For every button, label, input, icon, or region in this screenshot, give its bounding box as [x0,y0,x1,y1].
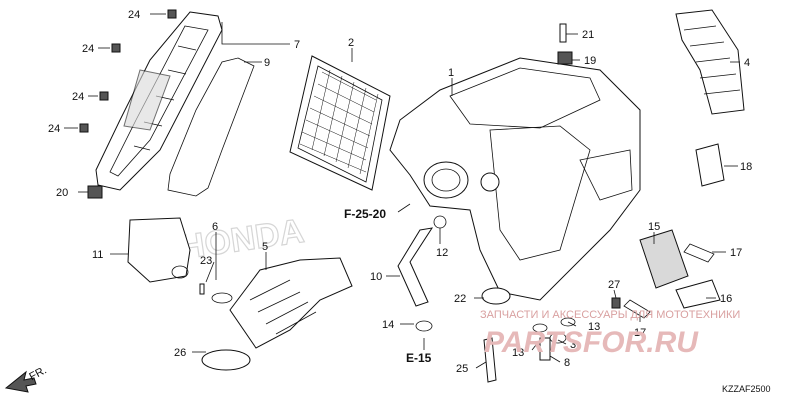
callout-3: 3 [570,339,576,351]
seal-17a [683,243,715,263]
callout-11: 11 [92,249,103,261]
seal-17b [623,299,651,319]
bolt-21 [559,23,567,43]
clip-20 [87,185,103,199]
callout-26: 26 [174,347,186,359]
callout-12: 12 [436,247,448,259]
diagram-code: KZZAF2500 [722,384,771,394]
clip-14 [415,320,433,332]
connecting-tube [229,257,353,349]
cap-22 [481,287,511,305]
clamp-6 [211,292,233,304]
callout-6: 6 [212,221,218,233]
callout-24: 24 [128,9,140,21]
pad-16 [675,279,721,309]
callout-17: 17 [634,327,646,339]
callout-14: 14 [382,319,394,331]
callout-22: 22 [454,293,466,305]
callout-17: 17 [730,247,742,259]
callout-19: 19 [584,55,596,67]
callout-7: 7 [294,39,300,51]
callout-2: 2 [348,37,354,49]
bracket-18 [695,143,725,187]
callout-20: 20 [56,187,68,199]
bolt-27 [611,297,621,309]
callout-9: 9 [264,57,270,69]
screw-23 [199,283,205,295]
callout-23: 23 [200,255,212,267]
watermark-site: PARTSFOR.RU [484,326,699,359]
clip-12 [433,215,447,229]
callout-27: 27 [608,279,620,291]
callout-13: 13 [588,321,600,333]
callout-25: 25 [456,363,468,375]
callout-8: 8 [564,357,570,369]
callout-10: 10 [370,271,382,283]
callout-24: 24 [72,91,84,103]
callout-24: 24 [82,43,94,55]
pad-15 [639,229,689,289]
tube-25 [483,337,497,383]
clip-13a [532,323,548,333]
air-cleaner-case [389,57,641,301]
clip-19 [557,51,573,65]
front-label: FR. [27,364,48,383]
bolts-24 [79,9,177,133]
callout-15: 15 [648,221,660,233]
clip-3 [549,332,567,344]
brand-watermark: HONDA [178,212,307,267]
plug-8 [539,337,551,361]
band-26 [201,349,251,371]
callout-18: 18 [740,161,752,173]
air-filter-element [289,55,391,191]
callout-4: 4 [744,57,750,69]
clip-13b [560,317,576,327]
ref-e15: E-15 [406,351,432,365]
ref-f25-20: F-25-20 [344,207,386,221]
callout-24: 24 [48,123,60,135]
drain-tube [397,227,434,307]
callout-5: 5 [262,241,268,253]
cover-gasket [167,57,255,197]
leader-lines [64,13,740,369]
front-arrow-icon: FR. [4,364,49,393]
watermark-tagline: ЗАПЧАСТИ И АКСЕССУАРЫ ДЛЯ МОТОТЕХНИКИ [480,309,740,321]
callout-13: 13 [512,347,524,359]
resonator [127,217,191,283]
callout-16: 16 [720,293,732,305]
air-cleaner-cover [95,11,223,191]
callout-21: 21 [582,29,594,41]
intake-duct [675,9,745,115]
callout-1: 1 [448,67,454,79]
callout-labels: 24 24 24 24 7 9 2 1 21 19 4 18 20 11 6 2… [48,9,752,375]
